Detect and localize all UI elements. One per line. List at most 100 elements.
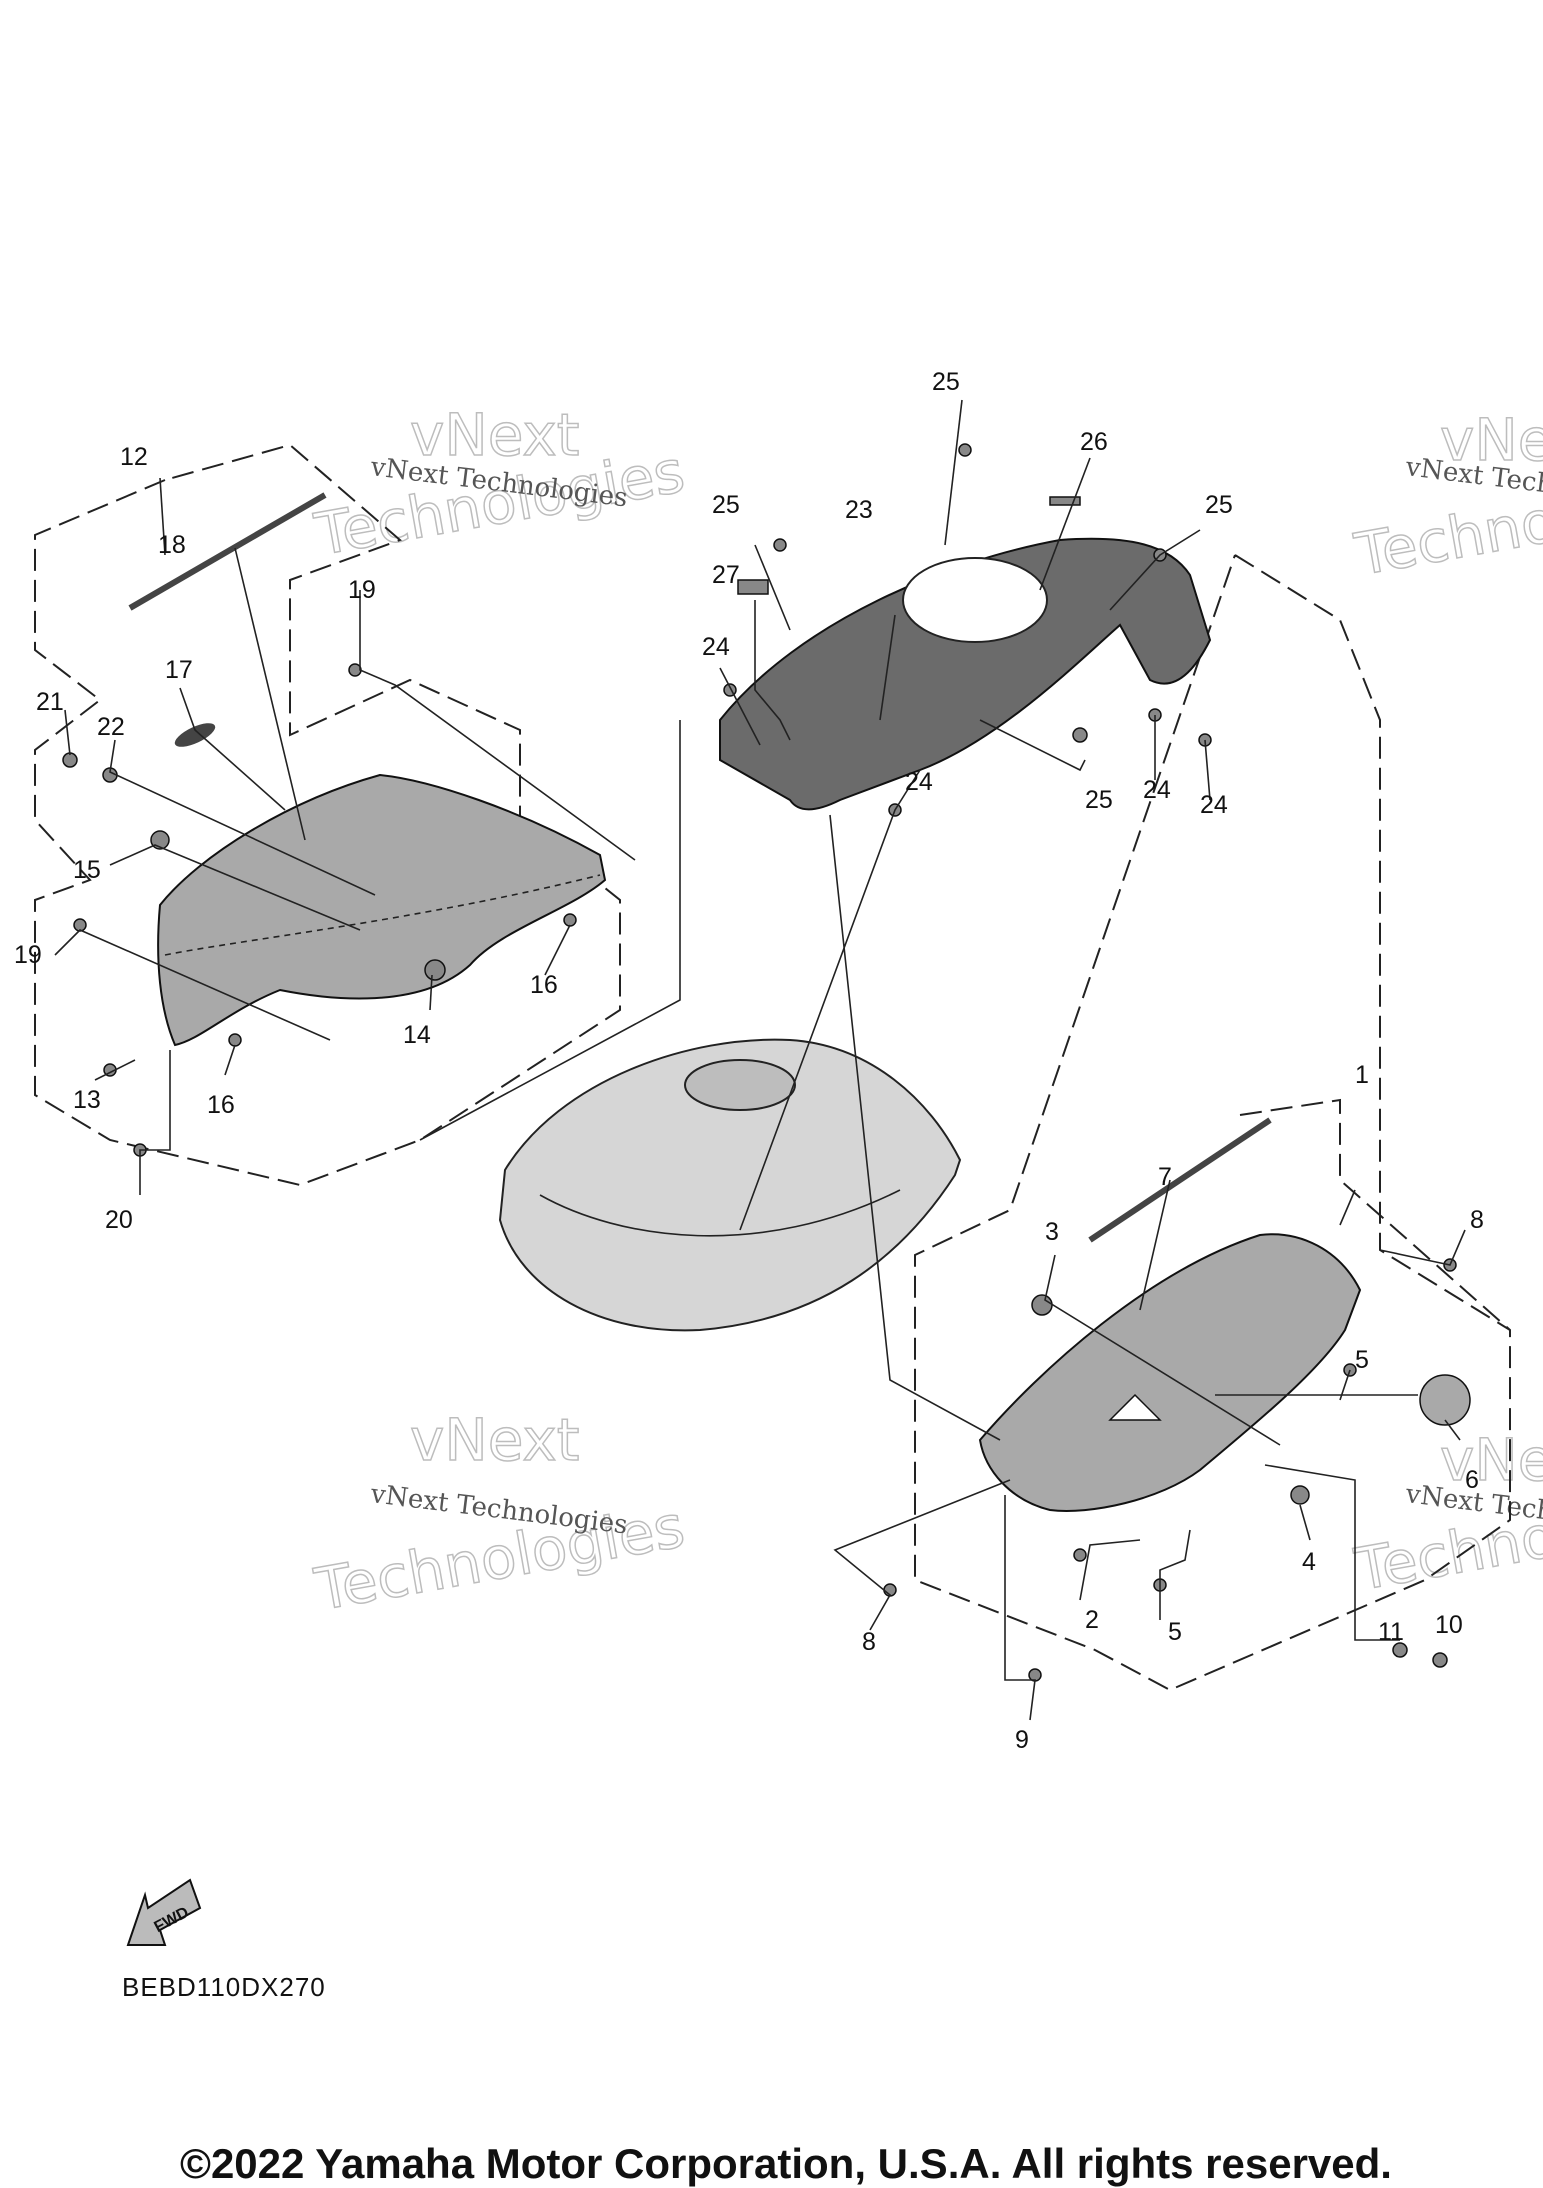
- callout-19b: 19: [348, 576, 376, 604]
- group-outline-12: [34, 443, 621, 1187]
- leader-25d: [979, 719, 1086, 772]
- callout-24d: 24: [1200, 791, 1228, 819]
- callout-16b: 16: [207, 1091, 235, 1119]
- bolt-11: [1392, 1642, 1408, 1658]
- callout-7: 7: [1158, 1163, 1172, 1191]
- callout-12: 12: [120, 443, 148, 471]
- callout-21: 21: [36, 688, 64, 716]
- grommet-4: [1290, 1485, 1310, 1505]
- leader-8b: [833, 1479, 1011, 1631]
- trim-strips: [128, 492, 1272, 1243]
- bolt-21: [62, 752, 78, 768]
- callout-18: 18: [158, 531, 186, 559]
- fuel-tank-body: [498, 1038, 962, 1332]
- fuel-cap-opening: [684, 1059, 796, 1111]
- rivet-25b: [773, 538, 787, 552]
- callout-2: 2: [1085, 1606, 1099, 1634]
- callout-9: 9: [1015, 1726, 1029, 1754]
- leader-24a: [719, 667, 761, 746]
- leader-13: [94, 1059, 136, 1081]
- leader-3: [1044, 1254, 1281, 1446]
- bolt-10: [1432, 1652, 1448, 1668]
- leader-8a: [1379, 1229, 1466, 1266]
- leader-7: [1139, 1179, 1171, 1311]
- copyright-notice: ©2022 Yamaha Motor Corporation, U.S.A. A…: [180, 2140, 1392, 2187]
- callout-11: 11: [1378, 1618, 1404, 1646]
- leader-24b: [739, 769, 921, 1231]
- callout-14: 14: [403, 1021, 431, 1049]
- left-side-cover-body: [157, 773, 607, 1047]
- leader-lines: [54, 399, 1466, 1721]
- trim-strip-18: [128, 492, 327, 611]
- leader-17: [179, 687, 286, 811]
- clip-16b: [228, 1033, 242, 1047]
- callout-22: 22: [97, 713, 125, 741]
- leader-23: [879, 614, 896, 721]
- leader-11: [1264, 1464, 1400, 1641]
- leader-tank-left: [419, 720, 681, 1141]
- right-side-cover: [978, 1233, 1471, 1512]
- leader-4: [1299, 1504, 1311, 1541]
- emblem-mark: [1108, 1393, 1162, 1421]
- plate-26: [1049, 496, 1081, 506]
- nut-2: [1073, 1548, 1087, 1562]
- leader-25a: [944, 399, 963, 546]
- right-side-cover-body: [978, 1233, 1362, 1512]
- callout-10: 10: [1435, 1611, 1463, 1639]
- top-cover-opening: [902, 557, 1048, 643]
- leader-19: [54, 929, 331, 1041]
- leader-19b: [359, 590, 636, 861]
- leader-25c: [1109, 529, 1201, 611]
- leader-16: [544, 924, 571, 976]
- callout-4: 4: [1302, 1548, 1316, 1576]
- leader-1: [1339, 1189, 1356, 1226]
- leader-18: [234, 547, 306, 841]
- fuel-tank-seam: [539, 1189, 901, 1237]
- callout-25d: 25: [1085, 786, 1113, 814]
- emblem-6: [1419, 1374, 1471, 1426]
- leader-15: [109, 844, 361, 931]
- leader-14: [429, 974, 433, 1011]
- callout-25c: 25: [1205, 491, 1233, 519]
- callout-24c: 24: [1143, 776, 1171, 804]
- callout-3: 3: [1045, 1218, 1059, 1246]
- callout-27: 27: [712, 561, 740, 589]
- leader-25b: [754, 544, 791, 631]
- clip-16: [563, 913, 577, 927]
- watermark-big-top-2: vNext: [410, 1406, 579, 1474]
- leader-21: [64, 709, 71, 756]
- fwd-arrow: FWD: [126, 1878, 202, 1946]
- callout-25b: 25: [712, 491, 740, 519]
- group-outlines: [34, 443, 1511, 1692]
- callout-labels: 12 18 17 21 22 15 19 19 14 16 16 13 20 2…: [14, 368, 1484, 1754]
- left-side-cover: [157, 773, 607, 1047]
- group-outline-1: [914, 554, 1511, 1692]
- leader-6b: [1444, 1419, 1461, 1441]
- trim-strip-7: [1088, 1117, 1272, 1243]
- callout-20: 20: [105, 1206, 133, 1234]
- leader-22: [109, 739, 376, 896]
- rivet-25d: [1072, 727, 1088, 743]
- callout-16: 16: [530, 971, 558, 999]
- rivet-25a: [958, 443, 972, 457]
- callout-17: 17: [165, 656, 193, 684]
- grommet-3: [1031, 1294, 1053, 1316]
- callout-24b: 24: [905, 768, 933, 796]
- fuel-tank: [498, 1038, 962, 1332]
- watermark-big-top-4: vNext: [1440, 1426, 1543, 1494]
- leader-20: [139, 1050, 171, 1195]
- watermark-big-top-3: vNext: [1440, 406, 1543, 474]
- emblem-17: [174, 723, 216, 747]
- leader-5b: [1159, 1529, 1191, 1620]
- callout-26: 26: [1080, 428, 1108, 456]
- callout-23: 23: [845, 496, 873, 524]
- leader-27: [754, 600, 791, 741]
- plate-27: [737, 579, 769, 595]
- callout-5a: 5: [1355, 1346, 1369, 1374]
- leader-9: [1004, 1495, 1036, 1721]
- leader-16b: [224, 1044, 236, 1076]
- callout-13: 13: [73, 1086, 101, 1114]
- callout-8a: 8: [1470, 1206, 1484, 1234]
- callout-19: 19: [14, 941, 42, 969]
- grommet-14: [424, 959, 446, 981]
